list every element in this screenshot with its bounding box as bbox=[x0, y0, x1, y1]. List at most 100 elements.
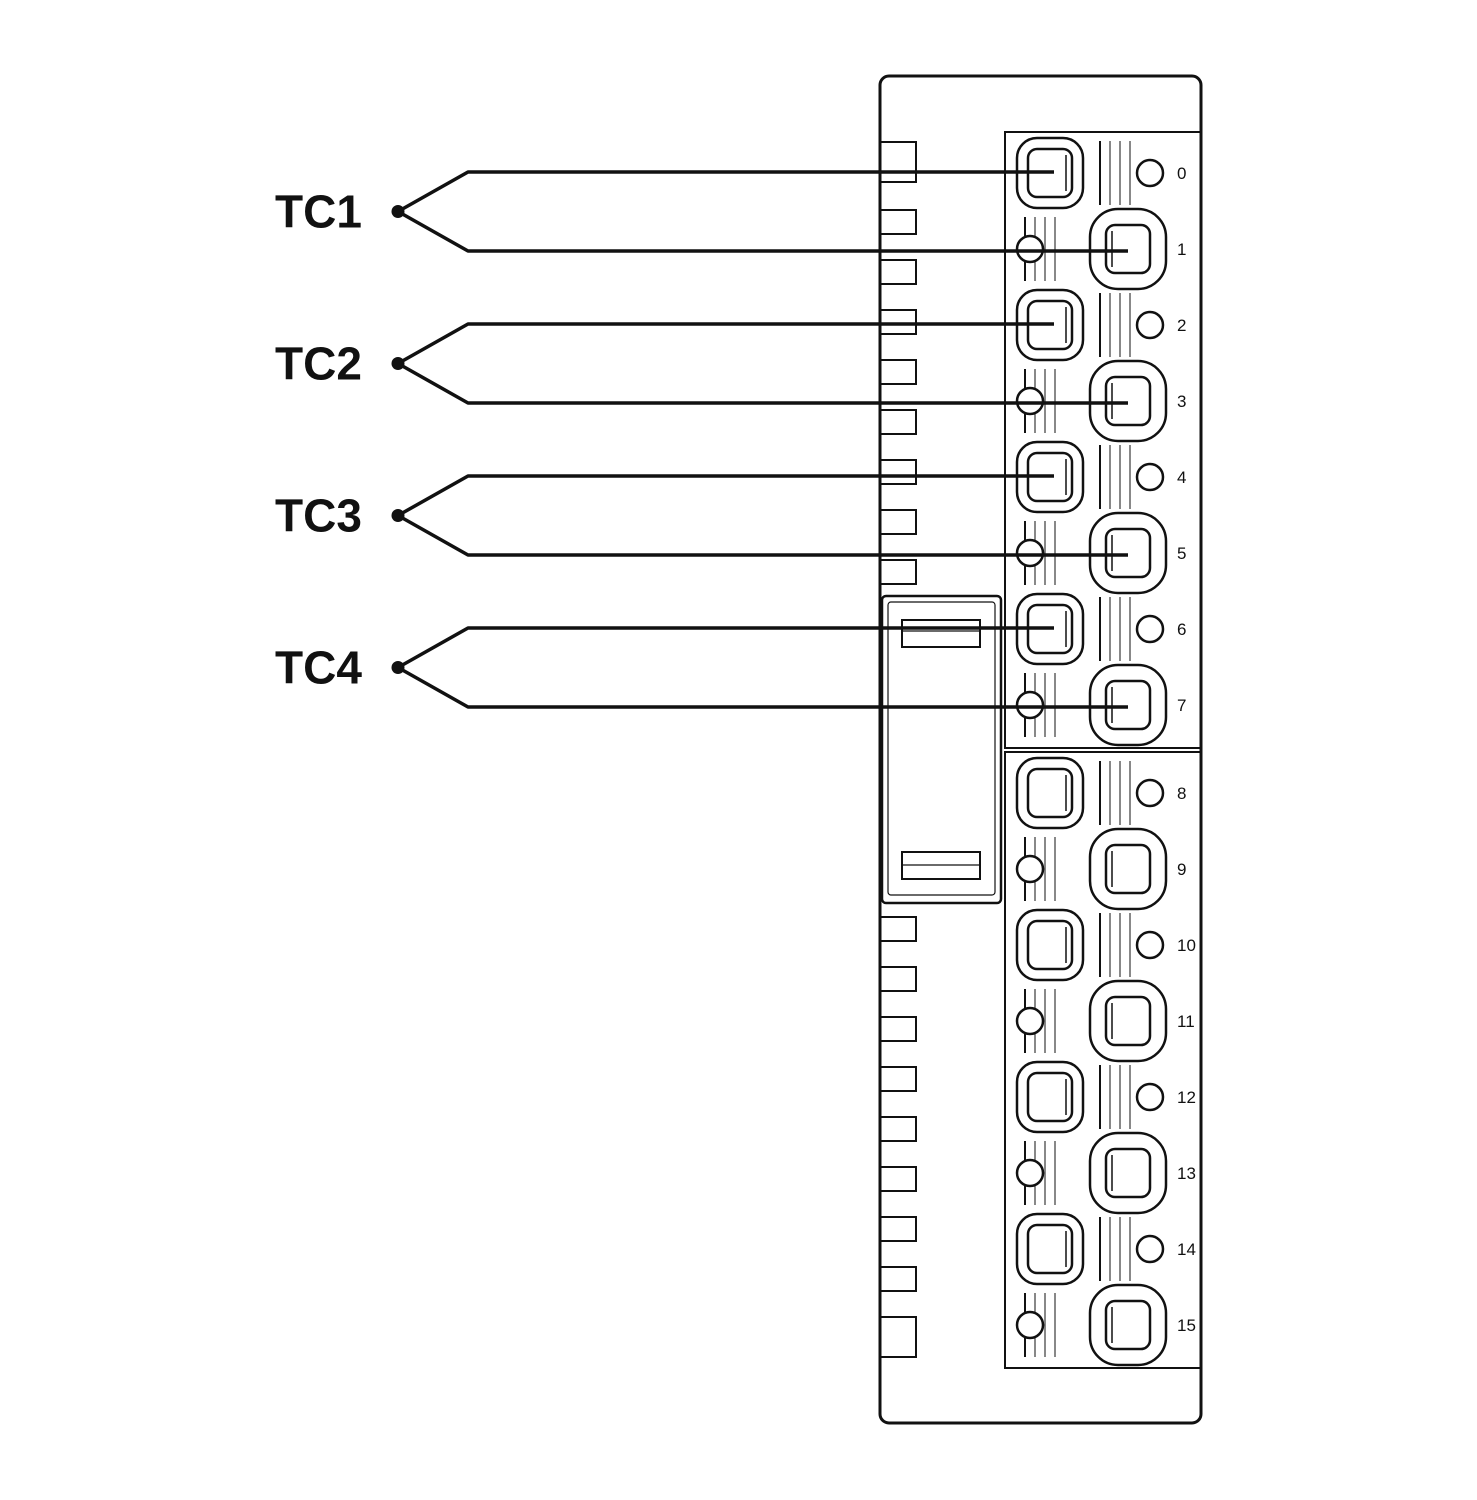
release-button bbox=[1015, 538, 1045, 568]
wire-entry bbox=[1104, 223, 1152, 275]
wire-entry bbox=[1104, 1299, 1152, 1351]
wire-entry bbox=[1026, 767, 1074, 819]
release-button bbox=[1135, 1234, 1165, 1264]
terminal-number: 0 bbox=[1177, 164, 1186, 183]
release-button bbox=[1135, 310, 1165, 340]
terminal-number: 9 bbox=[1177, 860, 1186, 879]
vent-slot bbox=[879, 259, 917, 285]
vent-slot bbox=[879, 359, 917, 385]
terminal-8: 8 bbox=[1015, 756, 1186, 830]
terminal-number: 13 bbox=[1177, 1164, 1196, 1183]
vent-slot bbox=[879, 1166, 917, 1192]
wire-entry bbox=[1104, 527, 1152, 579]
thermocouple-label: TC2 bbox=[275, 338, 362, 390]
release-latch bbox=[880, 594, 1003, 905]
wire-entry bbox=[1026, 1223, 1074, 1275]
thermocouple-label: TC1 bbox=[275, 186, 362, 238]
junction-dot bbox=[391, 357, 405, 370]
vent-slot bbox=[879, 409, 917, 435]
vent-slot bbox=[879, 459, 917, 485]
terminal-1: 1 bbox=[1015, 207, 1186, 291]
release-button bbox=[1015, 690, 1045, 720]
wire-entry bbox=[1026, 1071, 1074, 1123]
terminal-number: 11 bbox=[1177, 1012, 1195, 1031]
terminal-opening-housing bbox=[1088, 1131, 1168, 1215]
vent-slot bbox=[879, 1216, 917, 1242]
release-button bbox=[1135, 462, 1165, 492]
terminal-opening-housing bbox=[1088, 359, 1168, 443]
release-button bbox=[1135, 614, 1165, 644]
vent-slot bbox=[879, 966, 917, 992]
terminal-number: 1 bbox=[1177, 240, 1186, 259]
terminal-13: 13 bbox=[1015, 1131, 1196, 1215]
release-button bbox=[1135, 1082, 1165, 1112]
terminal-block-upper bbox=[1004, 131, 1202, 749]
release-button bbox=[1015, 234, 1045, 264]
terminal-2: 2 bbox=[1015, 288, 1186, 362]
release-button bbox=[1015, 854, 1045, 884]
terminal-number: 6 bbox=[1177, 620, 1186, 639]
release-button bbox=[1135, 158, 1165, 188]
terminal-opening-housing bbox=[1088, 207, 1168, 291]
thermocouple-tc2 bbox=[391, 322, 1128, 405]
terminal-number: 14 bbox=[1177, 1240, 1196, 1259]
thermocouple-tc3 bbox=[391, 474, 1128, 557]
vent-slot bbox=[879, 1066, 917, 1092]
terminal-opening-housing bbox=[1088, 663, 1168, 747]
terminal-number: 4 bbox=[1177, 468, 1186, 487]
vent-slot bbox=[879, 1116, 917, 1142]
release-button bbox=[1015, 386, 1045, 416]
module-housing bbox=[878, 74, 1203, 1425]
thermocouple-label: TC4 bbox=[275, 642, 362, 694]
terminal-10: 10 bbox=[1015, 908, 1196, 982]
wire-positive bbox=[397, 322, 1054, 366]
release-button bbox=[1015, 1158, 1045, 1188]
wire-positive bbox=[397, 474, 1054, 518]
vent-slot bbox=[879, 1316, 917, 1358]
vent-slot bbox=[879, 1016, 917, 1042]
terminal-number: 10 bbox=[1177, 936, 1196, 955]
wire-entry bbox=[1104, 375, 1152, 427]
thermocouple-tc1 bbox=[391, 170, 1128, 253]
wire-positive bbox=[397, 170, 1054, 214]
release-button bbox=[1135, 930, 1165, 960]
terminal-opening-housing bbox=[1088, 827, 1168, 911]
wire-negative bbox=[397, 209, 1128, 253]
housing-vent-slots bbox=[879, 141, 917, 1358]
junction-dot bbox=[391, 509, 405, 522]
terminal-11: 11 bbox=[1015, 979, 1195, 1063]
wire-positive bbox=[397, 626, 1054, 670]
wire-entry bbox=[1104, 995, 1152, 1047]
thermocouple-wires bbox=[391, 170, 1128, 709]
wire-entry bbox=[1104, 679, 1152, 731]
terminal-9: 9 bbox=[1015, 827, 1186, 911]
terminal-number: 15 bbox=[1177, 1316, 1196, 1335]
vent-slot bbox=[879, 209, 917, 235]
vent-slot bbox=[879, 309, 917, 335]
release-button bbox=[1015, 1006, 1045, 1036]
thermocouple-tc4 bbox=[391, 626, 1128, 709]
terminal-number: 8 bbox=[1177, 784, 1186, 803]
terminal-5: 5 bbox=[1015, 511, 1186, 595]
terminal-opening-housing bbox=[1088, 1283, 1168, 1367]
terminal-number: 3 bbox=[1177, 392, 1186, 411]
junction-dot bbox=[391, 205, 405, 218]
terminal-opening-housing bbox=[1088, 979, 1168, 1063]
release-button bbox=[1135, 778, 1165, 808]
wire-entry bbox=[1104, 843, 1152, 895]
junction-dot bbox=[391, 661, 405, 674]
terminal-block-lower bbox=[1004, 751, 1202, 1369]
wire-negative bbox=[397, 665, 1128, 709]
vent-slot bbox=[879, 1266, 917, 1292]
vent-slot bbox=[879, 141, 917, 183]
terminal-opening-housing bbox=[1088, 511, 1168, 595]
terminal-number: 2 bbox=[1177, 316, 1186, 335]
thermocouple-label: TC3 bbox=[275, 490, 362, 542]
vent-slot bbox=[879, 916, 917, 942]
wire-entry bbox=[1026, 919, 1074, 971]
terminal-14: 14 bbox=[1015, 1212, 1196, 1286]
vent-slot bbox=[879, 509, 917, 535]
vent-slot bbox=[879, 559, 917, 585]
